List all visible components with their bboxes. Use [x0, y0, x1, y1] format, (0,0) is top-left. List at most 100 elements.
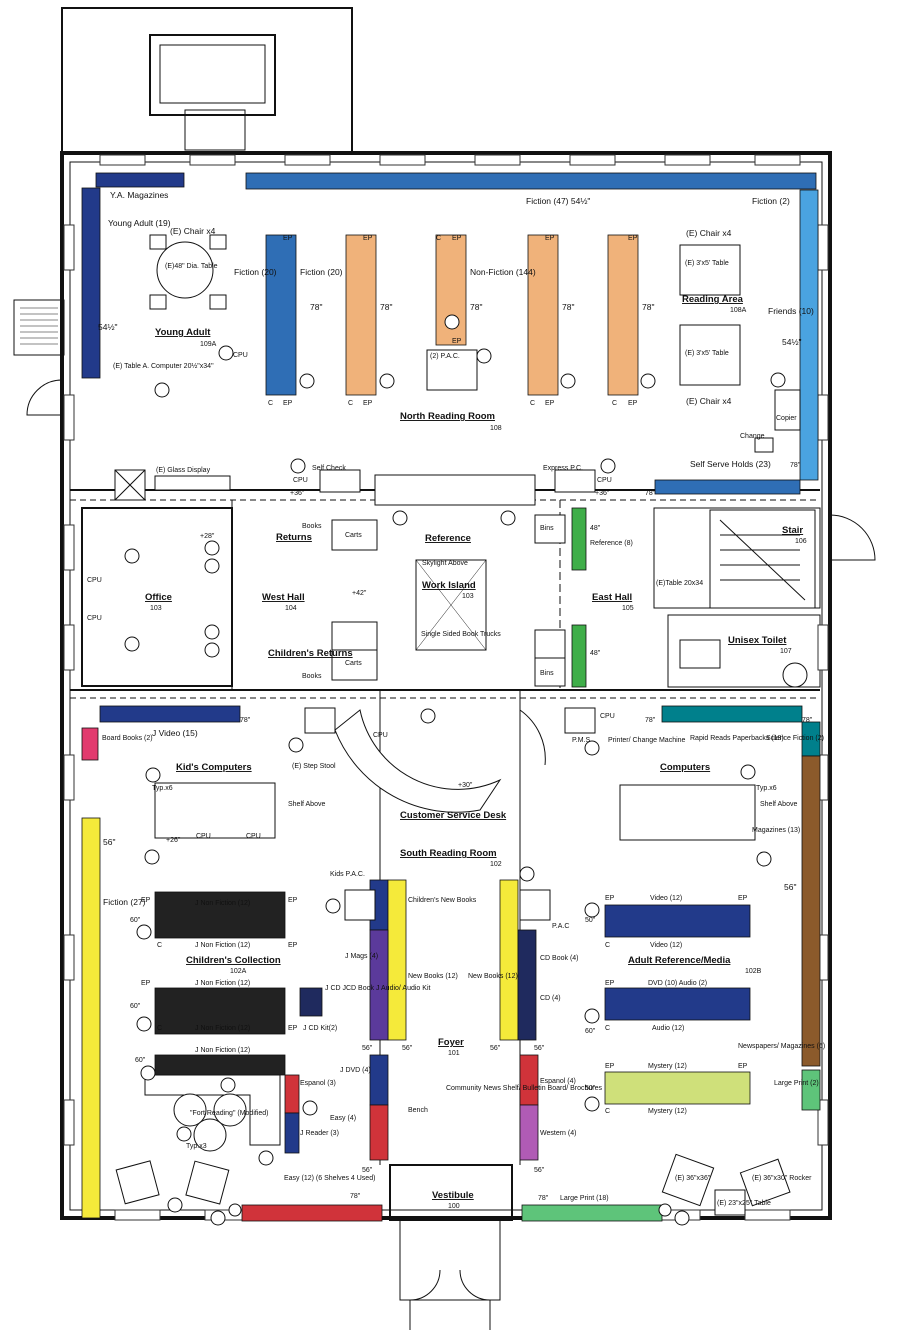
shelf-large-print-18 [521, 1204, 663, 1222]
room-reference: Reference [425, 533, 471, 544]
svg-text:Copier: Copier [776, 415, 797, 422]
svg-text:102B: 102B [745, 968, 762, 975]
svg-text:(E) Chair x4: (E) Chair x4 [686, 396, 732, 406]
svg-text:C: C [157, 1025, 162, 1032]
svg-text:(E) 3'x5' Table: (E) 3'x5' Table [685, 260, 729, 267]
svg-text:Rapid Reads Paperbacks (18): Rapid Reads Paperbacks (18) [690, 735, 784, 742]
svg-text:EP: EP [738, 1063, 748, 1070]
svg-text:EP: EP [141, 980, 151, 987]
room-south-reading: South Reading Room [400, 848, 497, 859]
svg-text:101: 101 [448, 1050, 460, 1057]
svg-text:(E) Step Stool: (E) Step Stool [292, 763, 336, 770]
svg-text:54½": 54½" [782, 337, 802, 347]
svg-text:J Mags (4): J Mags (4) [345, 953, 378, 960]
svg-text:(E)48" Dia. Table: (E)48" Dia. Table [165, 263, 218, 270]
stack-orange-4 [607, 234, 639, 396]
svg-text:(E) Glass Display: (E) Glass Display [156, 467, 211, 474]
shelf-large-print-2 [801, 1069, 821, 1111]
svg-text:Science Fiction (2): Science Fiction (2) [766, 735, 824, 742]
svg-text:50": 50" [585, 1085, 596, 1092]
svg-text:Mystery (12): Mystery (12) [648, 1108, 687, 1115]
svg-text:J Video (15): J Video (15) [152, 728, 198, 738]
svg-text:EP: EP [283, 400, 293, 407]
svg-text:C: C [157, 942, 162, 949]
svg-text:56": 56" [362, 1045, 373, 1052]
svg-text:C: C [530, 400, 535, 407]
svg-text:EP: EP [288, 897, 298, 904]
shelf-jcd-navy [299, 987, 323, 1017]
svg-text:CPU: CPU [87, 615, 102, 622]
room-young-adult: Young Adult [155, 327, 211, 338]
svg-text:J DVD (4): J DVD (4) [340, 1067, 371, 1074]
svg-text:"Fort Reading" (Modified): "Fort Reading" (Modified) [190, 1110, 269, 1117]
svg-text:Fiction (27): Fiction (27) [103, 897, 146, 907]
room-foyer: Foyer [438, 1037, 464, 1048]
svg-text:P.M.S.: P.M.S. [572, 737, 592, 744]
room-west-hall: West Hall [262, 592, 305, 603]
svg-text:(E) 36"x30" Rocker: (E) 36"x30" Rocker [752, 1175, 812, 1182]
svg-text:(E) Chair x4: (E) Chair x4 [686, 228, 732, 238]
room-east-hall: East Hall [592, 592, 632, 603]
svg-text:Audio (12): Audio (12) [652, 1025, 684, 1032]
room-stair: Stair [782, 525, 803, 536]
svg-text:+26": +26" [166, 837, 181, 844]
svg-text:Easy (4): Easy (4) [330, 1115, 356, 1122]
room-office: Office [145, 592, 172, 603]
svg-text:78": 78" [310, 302, 322, 312]
svg-text:CPU: CPU [293, 477, 308, 484]
svg-text:+42": +42" [352, 590, 367, 597]
svg-text:Typ.x3: Typ.x3 [186, 1143, 207, 1150]
svg-text:EP: EP [605, 895, 615, 902]
svg-text:Reference (8): Reference (8) [590, 540, 633, 547]
shelf-fiction-27 [81, 817, 101, 1219]
svg-text:C: C [612, 400, 617, 407]
svg-text:Large Print (2): Large Print (2) [774, 1080, 819, 1087]
svg-text:78": 78" [790, 462, 801, 469]
svg-text:C: C [605, 1108, 610, 1115]
svg-text:CPU: CPU [373, 732, 388, 739]
shelf-board-books [81, 727, 99, 761]
svg-text:DVD (10) Audio (2): DVD (10) Audio (2) [648, 980, 707, 987]
svg-text:Non-Fiction (144): Non-Fiction (144) [470, 267, 536, 277]
svg-text:78": 78" [562, 302, 574, 312]
svg-text:CPU: CPU [597, 477, 612, 484]
stack-orange-1 [345, 234, 377, 396]
svg-text:108: 108 [490, 425, 502, 432]
shelf-new-books-yellow-l [387, 879, 407, 1041]
shelf-magazines-brown [801, 755, 821, 1067]
svg-text:EP: EP [363, 235, 373, 242]
svg-text:Fiction (47) 54½": Fiction (47) 54½" [526, 196, 590, 206]
svg-text:78": 78" [645, 717, 656, 724]
room-titles: North Reading Room 108 Young Adult 109A … [145, 294, 807, 1210]
svg-text:EP: EP [628, 235, 638, 242]
svg-text:Children's New Books: Children's New Books [408, 897, 477, 904]
svg-text:60": 60" [585, 1028, 596, 1035]
shelf-espanol-3 [284, 1074, 300, 1114]
svg-text:56": 56" [402, 1045, 413, 1052]
shelf-ya-magazines [95, 172, 185, 188]
shelf-ya-west [81, 187, 101, 379]
svg-text:78": 78" [538, 1195, 549, 1202]
svg-text:EP: EP [605, 1063, 615, 1070]
room-vestibule: Vestibule [432, 1190, 474, 1201]
svg-text:78": 78" [380, 302, 392, 312]
svg-text:103: 103 [462, 593, 474, 600]
svg-text:Video (12): Video (12) [650, 895, 682, 902]
svg-text:60": 60" [130, 917, 141, 924]
svg-text:J CD Kit(2): J CD Kit(2) [303, 1025, 337, 1032]
svg-text:EP: EP [288, 1025, 298, 1032]
svg-text:New Books (12): New Books (12) [408, 973, 458, 980]
svg-text:78": 78" [642, 302, 654, 312]
svg-text:J Non Fiction (12): J Non Fiction (12) [195, 942, 250, 949]
svg-text:Magazines (13): Magazines (13) [752, 827, 800, 834]
svg-text:Single Sided Book Trucks: Single Sided Book Trucks [421, 631, 501, 638]
room-childrens-returns: Children's Returns [268, 648, 353, 659]
svg-text:100: 100 [448, 1203, 460, 1210]
svg-text:56": 56" [534, 1045, 545, 1052]
stack-video [604, 904, 751, 938]
svg-text:78": 78" [802, 717, 813, 724]
svg-text:56": 56" [534, 1167, 545, 1174]
svg-text:103: 103 [150, 605, 162, 612]
svg-text:Board Books (2): Board Books (2) [102, 735, 153, 742]
svg-text:CPU: CPU [600, 713, 615, 720]
